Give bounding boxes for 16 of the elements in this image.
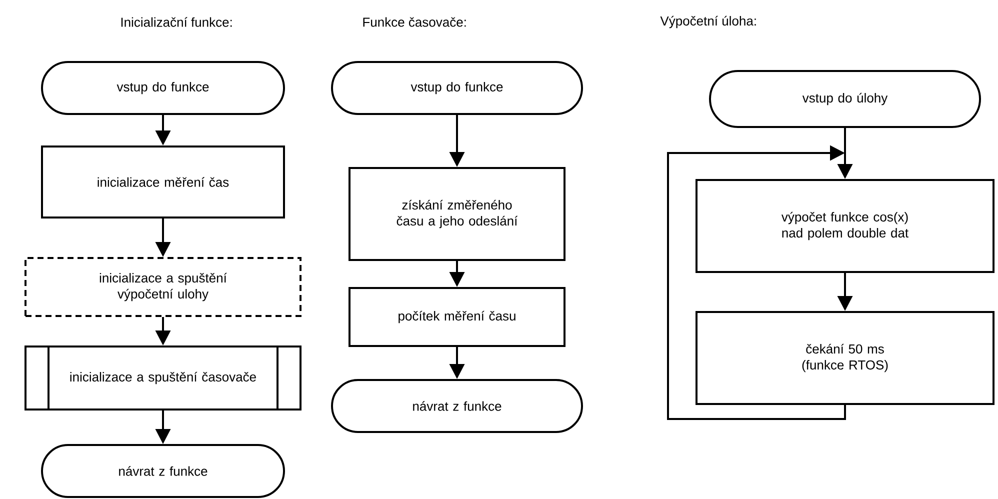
process-box: čekání 50 ms (funkce RTOS) bbox=[696, 311, 994, 405]
column-heading: Výpočetní úloha: bbox=[660, 16, 756, 28]
terminal-stadium: návrat z funkce bbox=[331, 379, 583, 433]
terminal-stadium: návrat z funkce bbox=[41, 444, 285, 498]
process-box: počítek měření času bbox=[348, 287, 566, 347]
process-box: získání změřeného času a jeho odeslání bbox=[348, 167, 566, 261]
column-heading: Funkce časovače: bbox=[363, 17, 466, 27]
process-box: výpočet funkce cos(x) nad polem double dat bbox=[696, 179, 994, 273]
column-heading: Inicializační funkce: bbox=[121, 17, 232, 27]
process-box: inicializace měření čas bbox=[41, 146, 285, 218]
terminal-stadium: vstup do úlohy bbox=[709, 70, 981, 128]
arrow bbox=[667, 145, 846, 420]
terminal-stadium: vstup do funkce bbox=[331, 61, 583, 115]
terminal-stadium: vstup do funkce bbox=[41, 61, 285, 115]
dashed-process-box: inicializace a spuštění výpočetní ulohy bbox=[24, 257, 302, 317]
subroutine-box: inicializace a spuštění časovače bbox=[24, 346, 302, 410]
